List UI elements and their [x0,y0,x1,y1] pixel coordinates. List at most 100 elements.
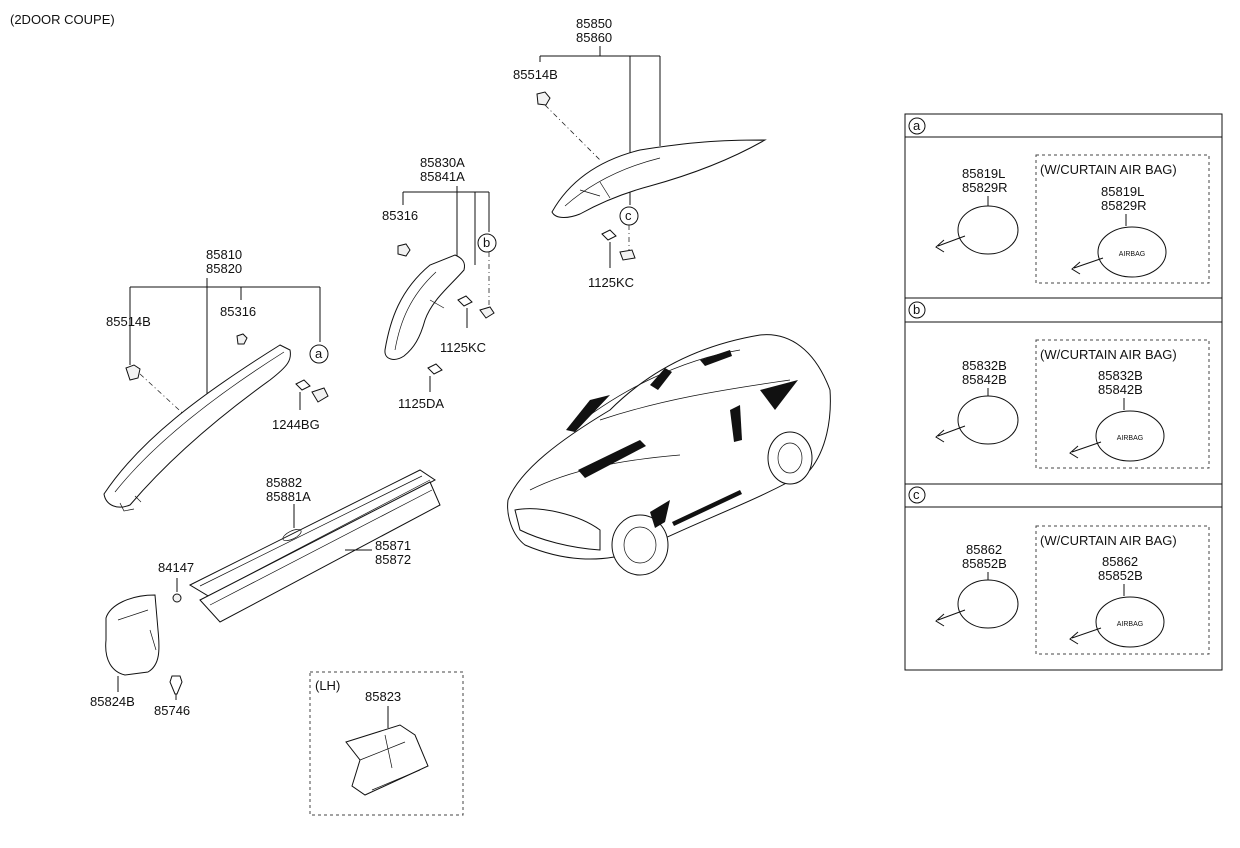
panel-a-letter: a [913,118,921,133]
panel-b-left-label-2: 85842B [962,372,1007,387]
c-ref-letter: c [625,208,632,223]
car-roof-highlight-2 [650,368,672,390]
side-sill-trim-edge [209,489,433,606]
cowl-fastener-label: 84147 [158,560,194,575]
lh-part-85823 [345,724,429,796]
car-roof-highlight-3 [700,350,732,366]
panel-a-airbag-title: (W/CURTAIN AIR BAG) [1040,162,1177,177]
panel-c-airbag-title: (W/CURTAIN AIR BAG) [1040,533,1177,548]
panel-b-airbag-title: (W/CURTAIN AIR BAG) [1040,347,1177,362]
panel-b-ref-circle [908,301,926,319]
cowl-side-trim [105,594,160,676]
a-pillar-label-1: 85810 [206,247,242,262]
panel-b-letter: b [913,302,920,317]
c-ref-clip [619,249,636,261]
b-pillar-leader [402,186,490,265]
c-bolt-head [601,229,617,241]
panel-a-emblem: AIRBAG [1119,251,1145,258]
a-pillar-trim [103,344,291,508]
scuff-sill-group: 85882 85881A 85871 85872 [188,469,441,623]
car-c-pillar-highlight [760,380,798,410]
vehicle-illustration [507,334,831,576]
panel-c-airbag-box [1035,525,1210,655]
panel-b-airbag-arrow [1069,441,1102,459]
panel-c-airbag-cap [1095,596,1165,648]
b-ref-letter: b [483,235,490,250]
a-clip-part [125,364,141,381]
b-pillar-trim [384,254,465,360]
panel-a-arrow [935,235,966,253]
panel-a-right-label-2: 85829R [1101,198,1147,213]
panel-c-right-label-2: 85852B [1098,568,1143,583]
side-sill-label-1: 85871 [375,538,411,553]
panel-a-airbag-cap [1097,226,1167,278]
b-pillar-trim-edge [394,271,445,351]
car-a-pillar-highlight [578,440,646,478]
c-bolt-label: 1125KC [588,275,634,290]
panel-c-emblem: AIRBAG [1117,621,1143,628]
car-roof-highlight-1 [566,395,610,432]
scuff-label-1: 85882 [266,475,302,490]
panel-c-arrow [935,609,966,627]
scuff-plate-emblem [282,528,302,542]
panel-a-airbag-arrow [1071,257,1104,275]
b-clip-part [397,243,411,257]
b-pillar-group: 85830A 85841A 85316 b 1125KC 1125DA [382,155,497,411]
c-pillar-trim [551,139,767,218]
scuff-plate [188,469,436,601]
b-ref-circle [477,233,497,253]
a-pillar-trim-edge [114,351,285,493]
panel-a-right-label-1: 85819L [1101,184,1144,199]
lh-box-frame [309,671,464,816]
a-bolt-label: 1244BG [272,417,320,432]
a-screw-clip-part [236,333,248,345]
b-bolt-lower-head [427,363,443,375]
b-pillar-label-1: 85830A [420,155,465,170]
b-ref-clip [479,306,495,319]
car-body [507,334,831,560]
a-ref-clip [311,387,329,403]
car-sill-highlight [672,490,742,526]
car-front-hub [623,526,657,564]
b-pillar-label-2: 85841A [420,169,465,184]
lh-part-edges [359,734,421,791]
panel-b-right-label-2: 85842B [1098,382,1143,397]
panel-b-airbag-box [1035,339,1210,469]
b-clip-label: 85316 [382,208,418,223]
cowl-screw-label: 85746 [154,703,190,718]
car-rear-hub [777,442,803,474]
car-front-grille [514,508,601,551]
lh-detail-box: (LH) 85823 [309,671,464,816]
panel-b-right-label-1: 85832B [1098,368,1143,383]
a-pillar-group: 85810 85820 85514B 85316 a 1244BG [103,247,329,512]
a-clip-dash [139,373,191,421]
panel-b-emblem: AIRBAG [1117,435,1143,442]
a-pillar-leader [129,278,321,398]
panel-c-header-lines [905,483,1222,508]
car-cowl-highlight [650,500,670,528]
panel-c-left-label-1: 85862 [966,542,1002,557]
c-clip-label: 85514B [513,67,558,82]
panel-b-header-lines [905,297,1222,323]
panel-a-cap [957,205,1019,255]
car-front-wheel [611,514,669,576]
legend-frame [904,113,1223,671]
a-ref-circle [309,344,329,364]
cowl-trim-label: 85824B [90,694,135,709]
panel-b-arrow [935,425,966,443]
side-sill-label-2: 85872 [375,552,411,567]
panel-c-airbag-arrow [1069,627,1102,645]
c-pillar-trim-edge [564,157,661,207]
panel-a-airbag-box [1035,154,1210,284]
c-pillar-label-1: 85850 [576,16,612,31]
legend-panels: a 85819L 85829R (W/CURTAIN AIR BAG) 8581… [904,113,1223,671]
a-pillar-trim-tabs [119,495,142,512]
c-clip-dash [544,104,601,161]
c-pillar-group: 85850 85860 85514B c 1125KC [513,16,767,290]
b-bolt-lower-label: 1125DA [398,396,444,411]
panel-b-airbag-cap [1095,410,1165,462]
c-clip-part [536,91,551,106]
a-pillar-label-2: 85820 [206,261,242,276]
scuff-label-2: 85881A [266,489,311,504]
